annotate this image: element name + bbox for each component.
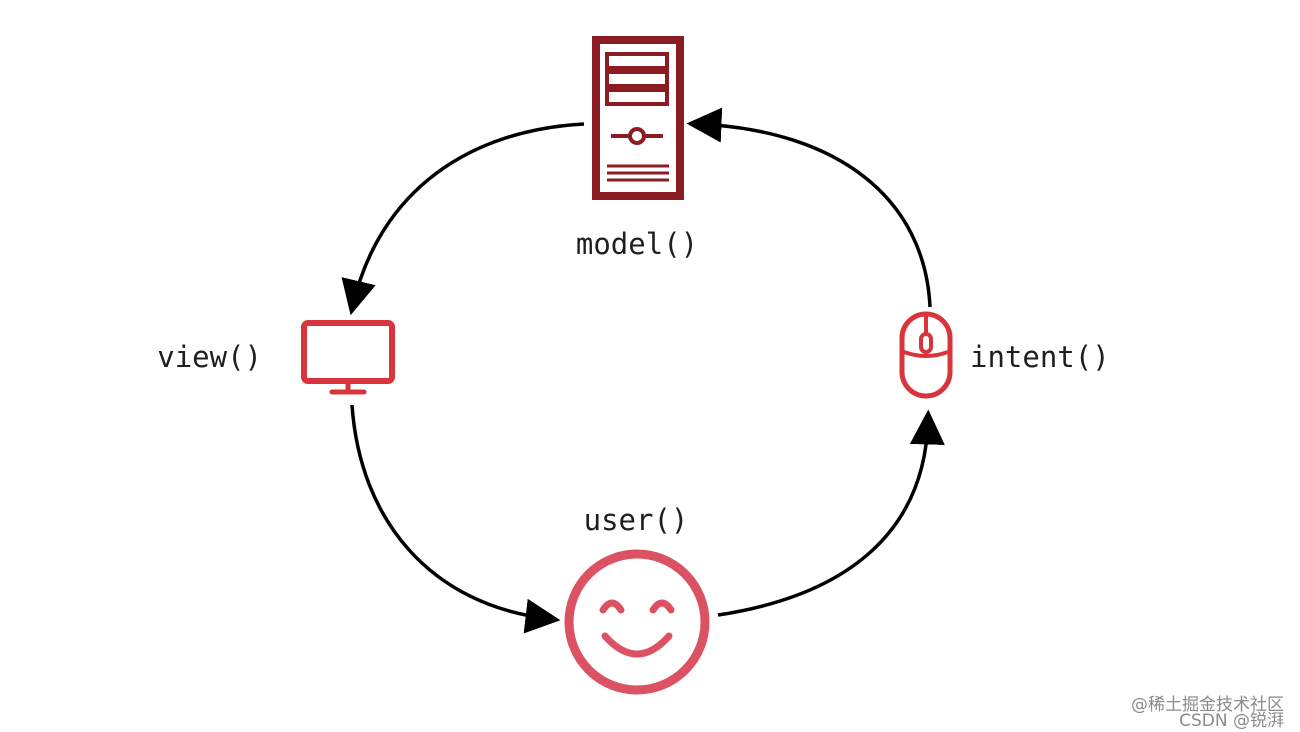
smiley-face-icon	[564, 549, 710, 695]
view-label: view()	[157, 340, 262, 374]
edge-view-to-user	[350, 404, 561, 634]
edge-user-to-intent	[717, 409, 945, 617]
watermark-juejin: @稀土掘金技术社区	[1131, 695, 1284, 715]
node-user: user()	[564, 503, 710, 695]
model-label: model()	[576, 227, 698, 261]
watermark-csdn: CSDN @锐湃	[1179, 711, 1284, 731]
node-intent: intent()	[899, 311, 1110, 399]
mouse-icon	[899, 311, 953, 399]
edge-intent-to-model	[686, 107, 932, 308]
node-model: model()	[576, 36, 698, 261]
node-view: view()	[157, 320, 395, 395]
server-icon	[592, 36, 684, 200]
user-label: user()	[584, 503, 689, 537]
intent-label: intent()	[970, 340, 1110, 374]
monitor-icon	[301, 320, 395, 395]
edge-model-to-view	[341, 122, 585, 316]
